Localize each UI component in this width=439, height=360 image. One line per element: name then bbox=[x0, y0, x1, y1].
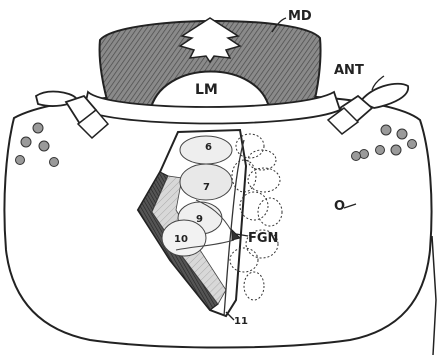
label-mandible: MD bbox=[288, 9, 312, 24]
label-frontal-ganglion: FGN bbox=[248, 231, 278, 246]
label-number-9: 9 bbox=[196, 214, 203, 225]
label-ocelli: O bbox=[334, 199, 345, 214]
label-number-7: 7 bbox=[203, 182, 210, 193]
label-number-11: 11 bbox=[234, 316, 248, 327]
label-antenna: ANT bbox=[334, 63, 364, 78]
label-number-10: 10 bbox=[174, 234, 188, 245]
label-number-6: 6 bbox=[205, 142, 212, 153]
capsule-edge-line bbox=[432, 236, 436, 355]
label-labrum: LM bbox=[195, 82, 218, 98]
